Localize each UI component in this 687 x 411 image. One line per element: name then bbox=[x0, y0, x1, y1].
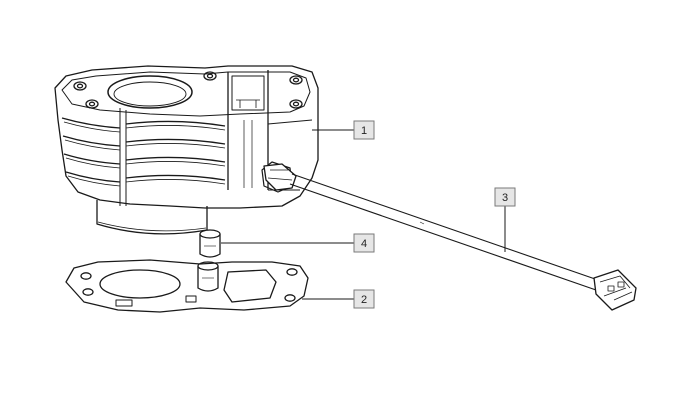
cylinder-part bbox=[54, 65, 319, 235]
callout-3-label: 3 bbox=[502, 192, 508, 204]
base-gasket-part bbox=[65, 259, 309, 313]
leader-lines bbox=[221, 129, 506, 300]
callout-2: 2 bbox=[353, 289, 375, 309]
callout-1-label: 1 bbox=[361, 125, 367, 137]
callout-3: 3 bbox=[494, 187, 516, 207]
callout-4: 4 bbox=[353, 233, 375, 253]
sensor-cable-part bbox=[263, 163, 637, 311]
callout-2-label: 2 bbox=[361, 294, 367, 306]
dowel-pin-part bbox=[197, 229, 221, 292]
callout-4-label: 4 bbox=[361, 238, 367, 250]
callout-1: 1 bbox=[353, 120, 375, 140]
